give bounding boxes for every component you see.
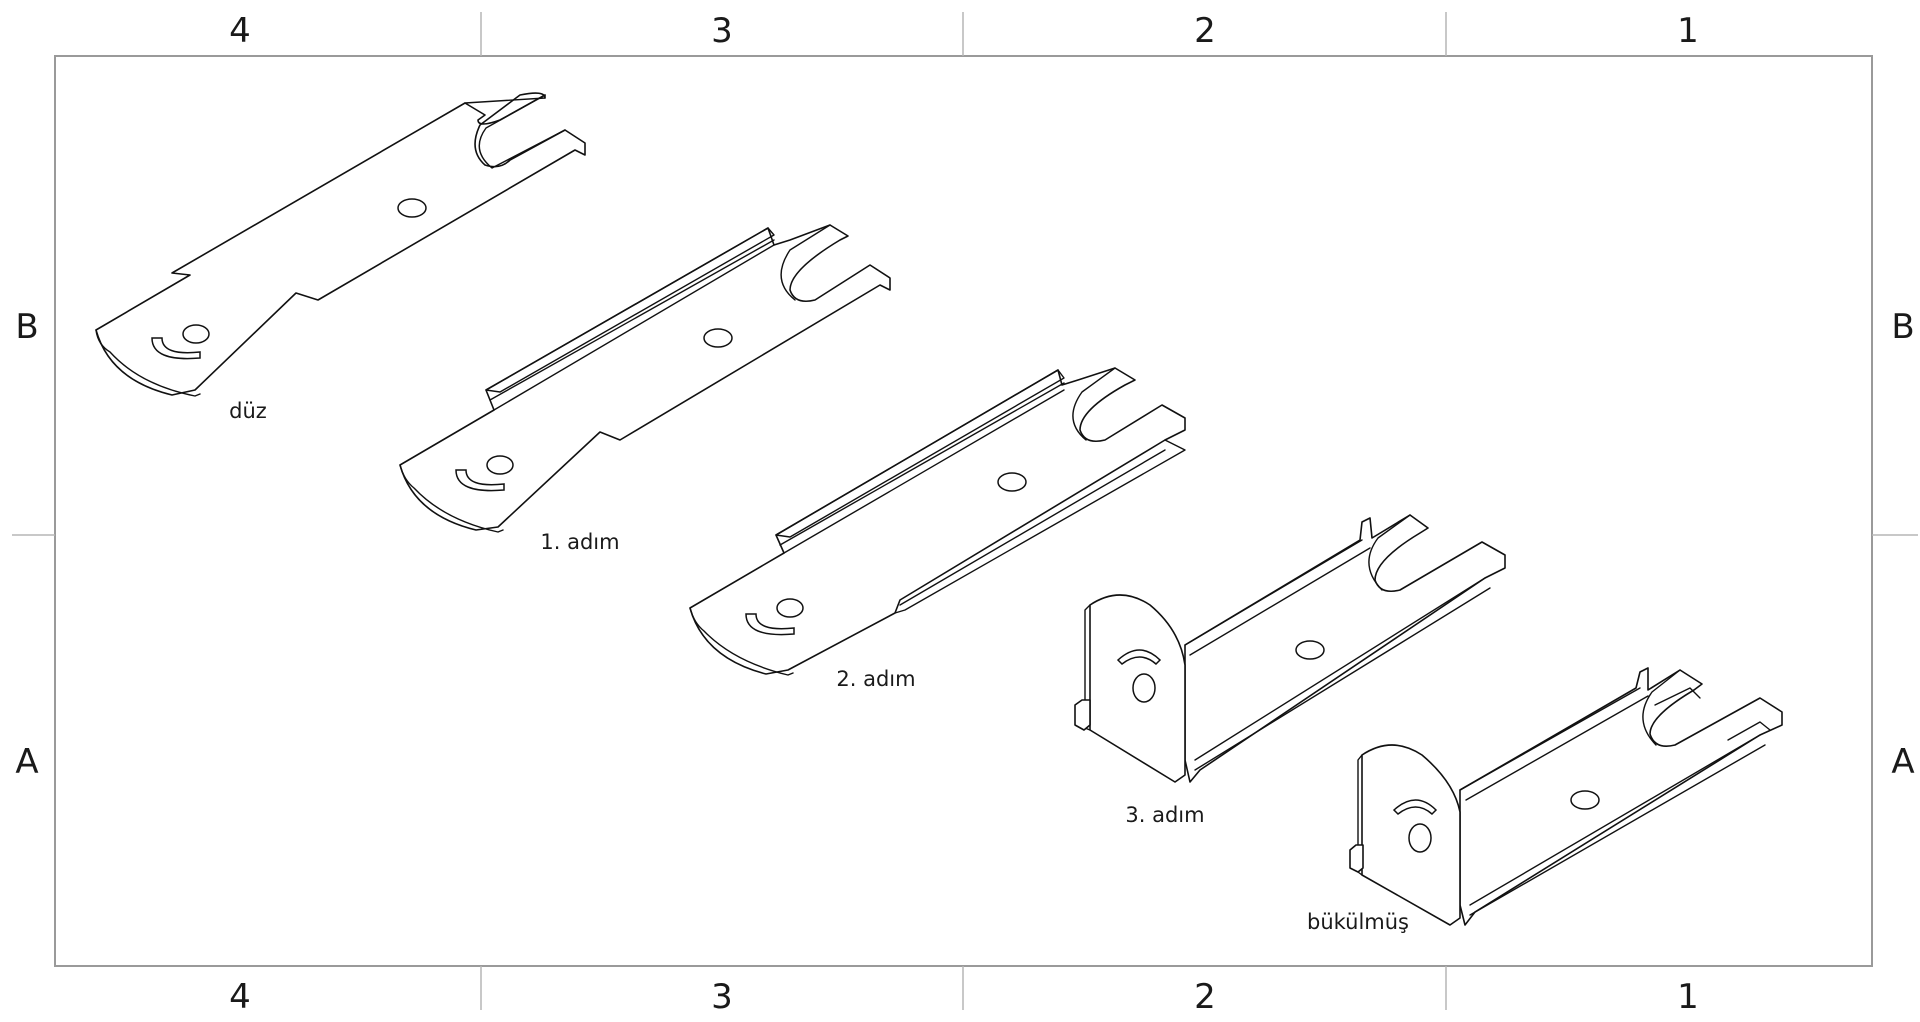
- column-label-bottom-3: 3: [711, 977, 733, 1017]
- column-label-top-3: 3: [711, 11, 733, 51]
- part-flat-blank: [95, 92, 586, 397]
- column-label-bottom-1: 1: [1677, 977, 1699, 1017]
- row-label-left-A: A: [15, 742, 38, 782]
- row-label-right-A: A: [1891, 742, 1914, 782]
- column-label-bottom-4: 4: [229, 977, 251, 1017]
- row-label-left-B: B: [15, 307, 38, 347]
- column-label-bottom-2: 2: [1194, 977, 1216, 1017]
- caption-bent: bükülmüş: [1307, 910, 1409, 934]
- part-step-2: [689, 367, 1186, 676]
- part-bent-final: [1349, 667, 1783, 926]
- column-label-top-4: 4: [229, 11, 251, 51]
- part-step-3: [1074, 514, 1506, 783]
- caption-step-2: 2. adım: [836, 667, 915, 691]
- column-label-top-2: 2: [1194, 11, 1216, 51]
- part-step-1: [399, 224, 891, 533]
- caption-step-1: 1. adım: [540, 530, 619, 554]
- caption-step-3: 3. adım: [1125, 803, 1204, 827]
- column-label-top-1: 1: [1677, 11, 1699, 51]
- row-label-right-B: B: [1891, 307, 1914, 347]
- caption-duz: düz: [229, 399, 267, 423]
- zone-dividers: [12, 12, 1918, 1010]
